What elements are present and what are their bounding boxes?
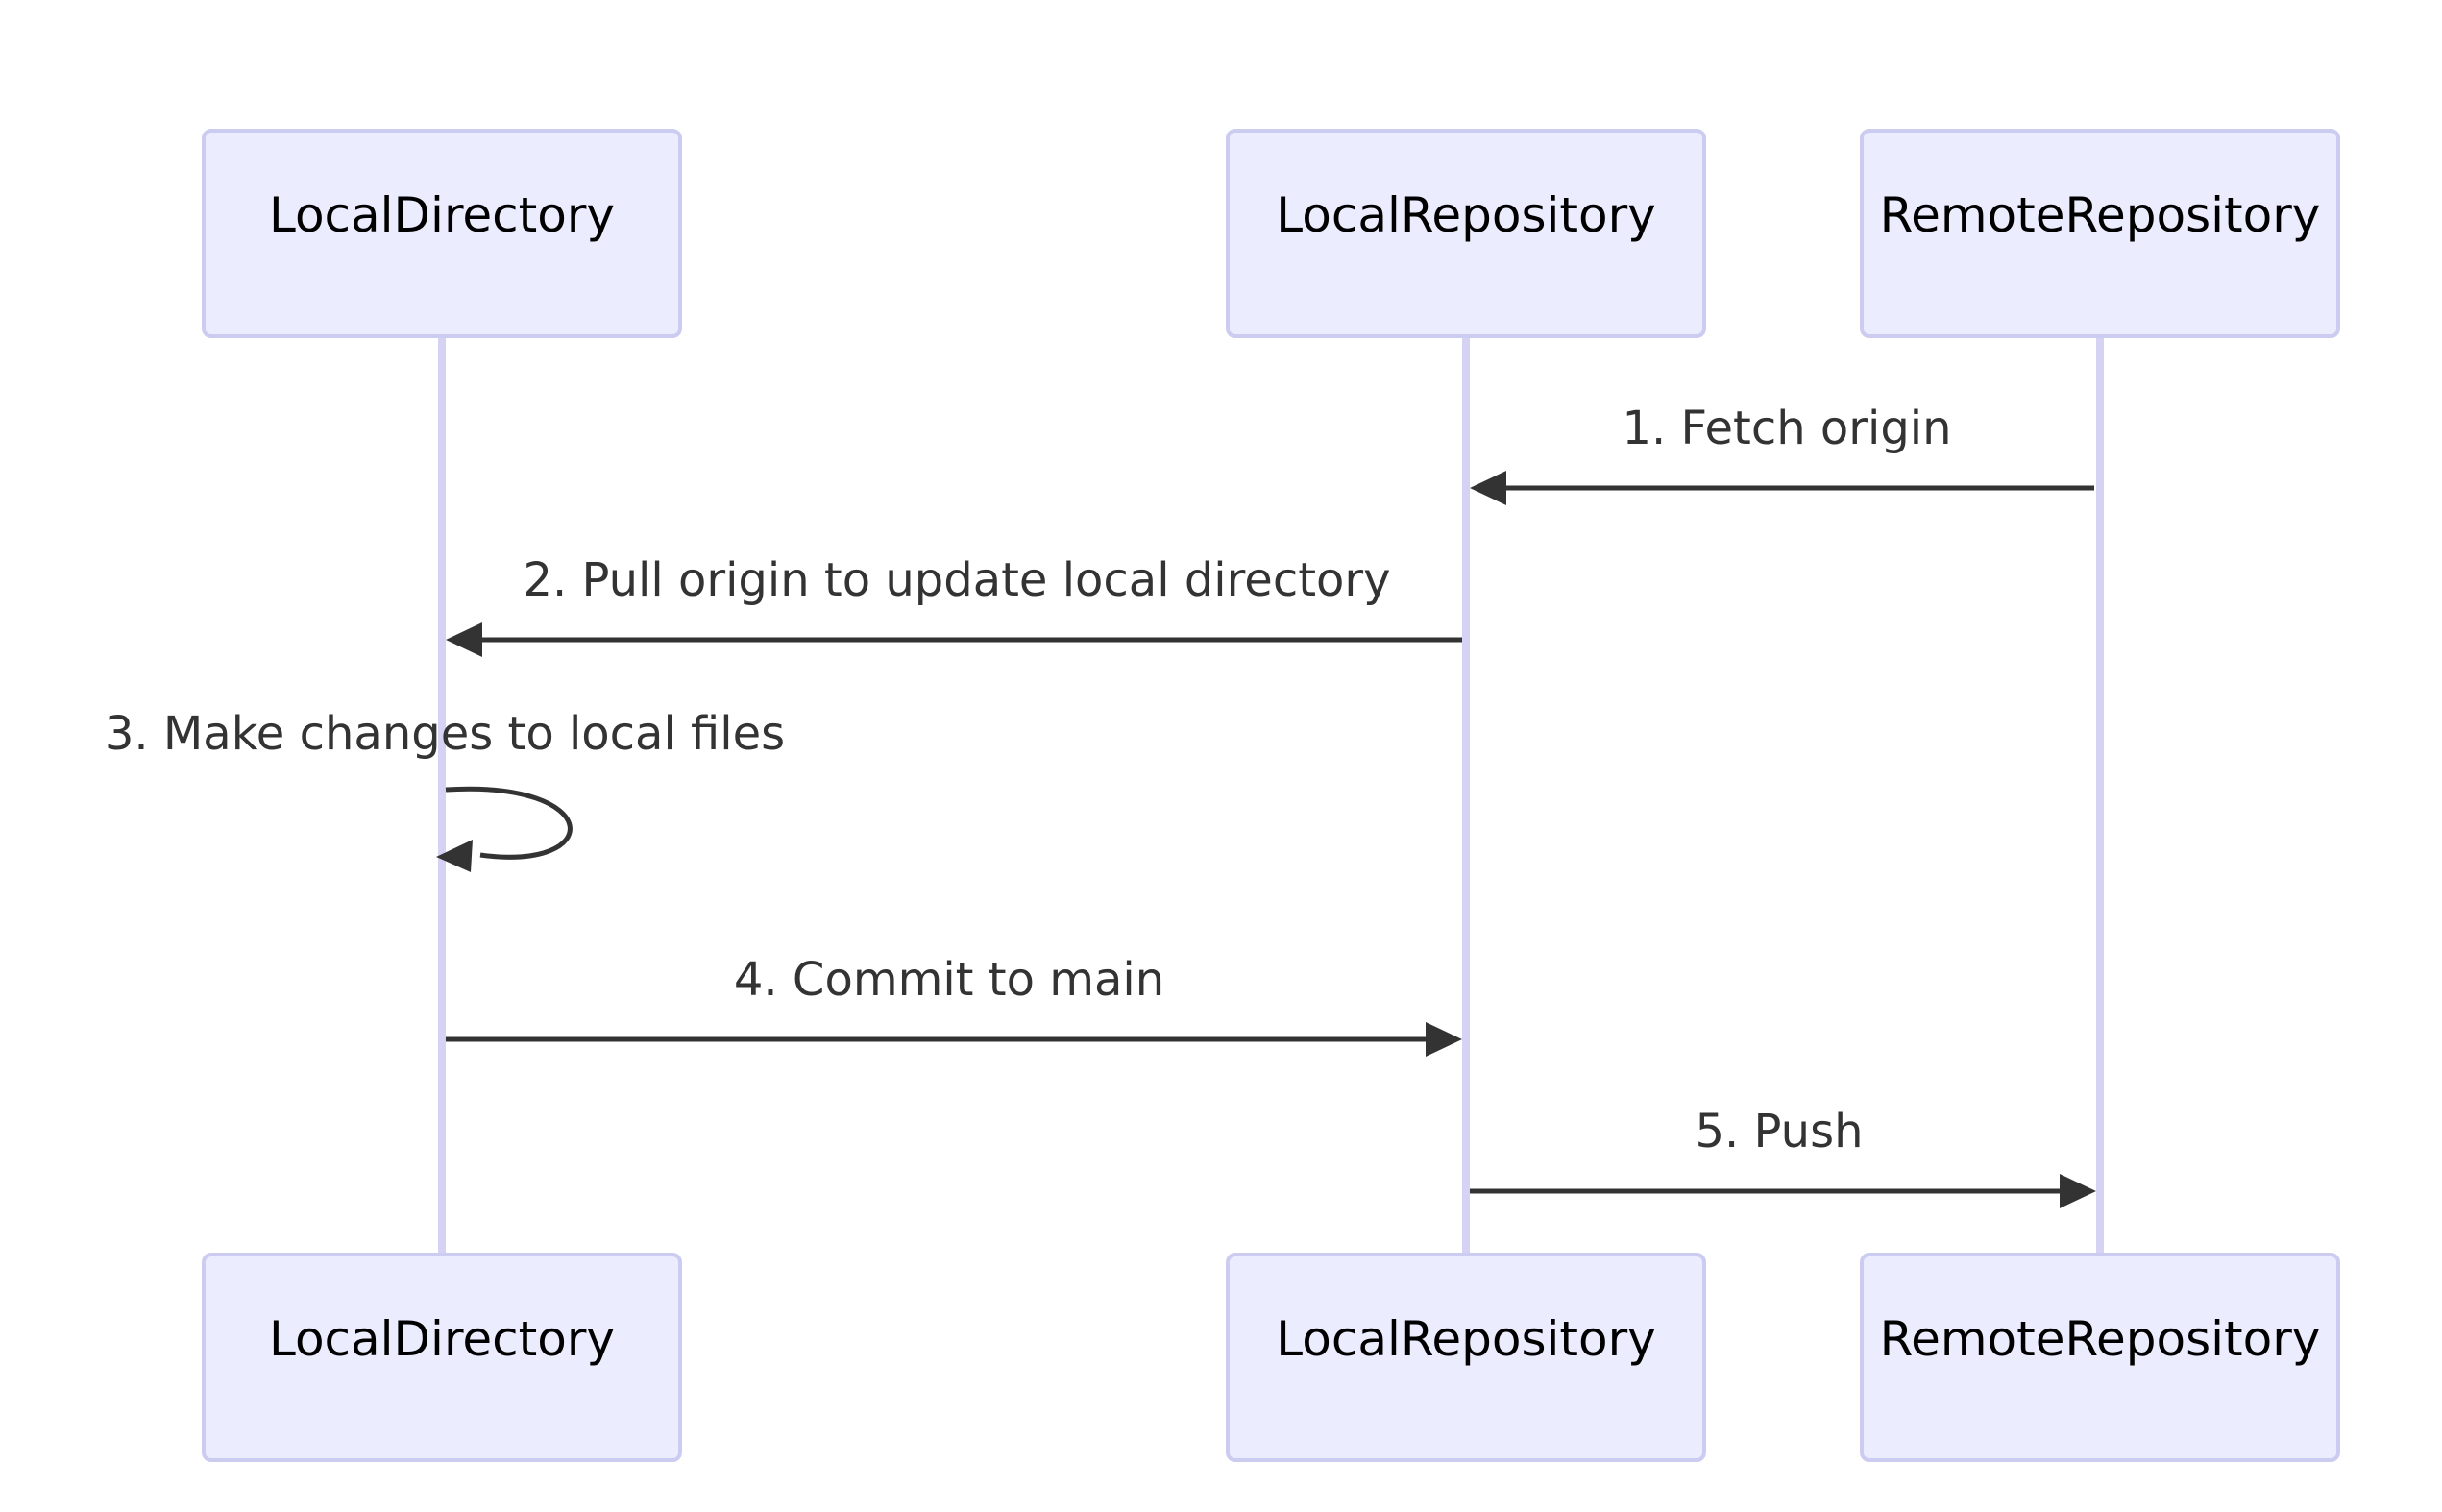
message-label: 5. Push (1695, 1105, 1863, 1158)
actor-label: LocalRepository (1276, 187, 1655, 243)
message-make-changes: 3. Make changes to local files (105, 707, 785, 872)
actor-label: LocalDirectory (269, 1311, 615, 1367)
arrowhead-right-icon (1426, 1022, 1462, 1057)
actor-label: LocalDirectory (269, 187, 615, 243)
message-push: 5. Push (1470, 1105, 2096, 1208)
message-label: 3. Make changes to local files (105, 707, 785, 761)
actor-local-directory-bottom: LocalDirectory (202, 1253, 682, 1462)
message-label: 1. Fetch origin (1622, 402, 1951, 455)
actor-label: RemoteRepository (1880, 1311, 2321, 1367)
actor-remote-repository-bottom: RemoteRepository (1860, 1253, 2340, 1462)
arrowhead-right-icon (2060, 1174, 2096, 1208)
actor-label: RemoteRepository (1880, 187, 2321, 243)
actor-local-directory-top: LocalDirectory (202, 129, 682, 338)
arrowhead-self-loop-icon (436, 840, 473, 872)
message-label: 2. Pull origin to update local directory (523, 553, 1390, 607)
actor-label: LocalRepository (1276, 1311, 1655, 1367)
message-pull-origin: 2. Pull origin to update local directory (446, 553, 1462, 657)
actor-local-repository-bottom: LocalRepository (1226, 1253, 1706, 1462)
message-label: 4. Commit to main (734, 953, 1164, 1007)
actor-local-repository-top: LocalRepository (1226, 129, 1706, 338)
arrowhead-left-icon (1470, 471, 1506, 505)
message-fetch-origin: 1. Fetch origin (1470, 402, 2094, 505)
message-commit-to-main: 4. Commit to main (446, 953, 1462, 1057)
arrowhead-left-icon (446, 622, 482, 657)
actor-remote-repository-top: RemoteRepository (1860, 129, 2340, 338)
